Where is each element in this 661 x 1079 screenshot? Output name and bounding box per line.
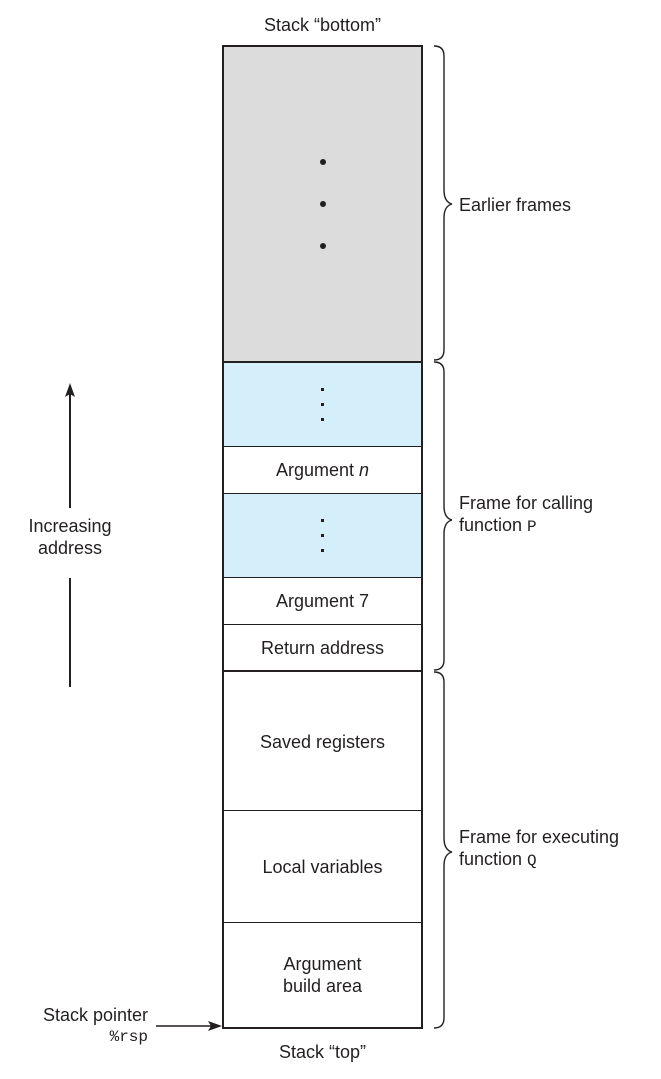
saved-registers-cell: Saved registers: [224, 670, 421, 811]
stack-top-label: Stack “top”: [278, 1042, 367, 1062]
argument-build-area-label-line2: build area: [282, 976, 363, 996]
argument-n-label: Argument n: [275, 460, 370, 480]
argument-7-label: Argument 7: [275, 591, 370, 611]
return-address-cell: Return address: [224, 624, 421, 670]
local-variables-cell: Local variables: [224, 810, 421, 922]
ellipsis-cell-lower: [224, 493, 421, 577]
argument-7-cell: Argument 7: [224, 577, 421, 624]
brace-frame-executing-q: [433, 671, 453, 1029]
brace-frame-calling-p: [433, 361, 453, 671]
frame-calling-p-label: Frame for calling function P: [459, 492, 593, 538]
earlier-frames-label: Earlier frames: [459, 195, 572, 215]
brace-earlier-frames: [433, 45, 453, 361]
stack-diagram: Argument n Argument 7 Return address Sav…: [222, 45, 423, 1029]
argument-build-area-label-line1: Argument: [283, 954, 362, 974]
vertical-ellipsis-icon: [319, 159, 326, 249]
return-address-label: Return address: [260, 637, 385, 658]
argument-build-area-cell: Argument build area: [224, 922, 421, 1027]
increasing-address-label: Increasing address: [28, 516, 112, 558]
frame-calling-p-line2: function P: [459, 515, 537, 536]
earlier-frames-cell: [224, 47, 421, 361]
frame-executing-q-line2: function Q: [459, 849, 537, 870]
vertical-ellipsis-icon: [321, 388, 324, 421]
local-variables-label: Local variables: [262, 856, 383, 877]
increasing-address-arrow-icon: [65, 383, 75, 687]
ellipsis-cell-upper: [224, 361, 421, 446]
stack-pointer-arrow-icon: [156, 1021, 222, 1031]
stack-pointer-label: Stack pointer %rsp: [0, 1004, 148, 1048]
rsp-register-label: %rsp: [109, 1028, 148, 1046]
frame-executing-q-line1: Frame for executing: [459, 827, 620, 847]
frame-executing-q-label: Frame for executing function Q: [459, 826, 619, 872]
argument-n-cell: Argument n: [224, 446, 421, 493]
saved-registers-label: Saved registers: [259, 731, 386, 752]
vertical-ellipsis-icon: [321, 519, 324, 552]
braces-layer: [433, 45, 453, 1029]
frame-calling-p-line1: Frame for calling: [459, 493, 594, 513]
stack-bottom-label: Stack “bottom”: [263, 15, 382, 35]
